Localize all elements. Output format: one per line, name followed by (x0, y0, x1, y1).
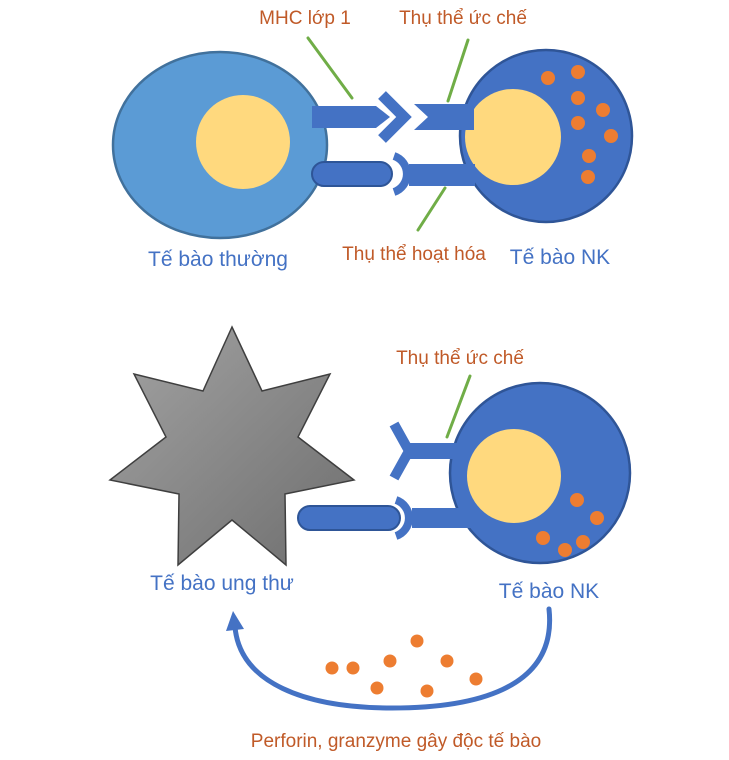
granules-nk-top (541, 65, 618, 184)
granule-dot (581, 170, 595, 184)
inhibitory-receptor-stem-bottom (406, 443, 470, 459)
granules-nk-bottom (536, 493, 604, 557)
activating-receptor-bar-top (409, 164, 475, 186)
panel-normal-cell: MHC lớp 1 Thụ thể ức chế Thụ thể hoạt hó… (111, 8, 634, 271)
nk-cell-label-bottom: Tế bào NK (499, 580, 599, 603)
panel-cancer-cell: Thụ thể ức chế Tế bào ung thư Tế bào NK … (108, 325, 632, 752)
inhibitory-receptor-label-top: Thụ thể ức chế (399, 8, 527, 29)
inhibitory-receptor-label-bottom: Thụ thể ức chế (396, 348, 524, 369)
activating-receptor-crescent-top (392, 152, 411, 196)
cytotoxicity-arrowhead (226, 611, 244, 631)
normal-cell-nucleus (196, 95, 290, 189)
granule-dot (582, 149, 596, 163)
granule-dot (420, 684, 434, 698)
activating-ligand-bar-bottom (297, 505, 401, 531)
granule-dot (410, 634, 424, 648)
normal-cell-label: Tế bào thường (148, 248, 288, 271)
granule-dot (536, 531, 550, 545)
granule-dot (383, 654, 397, 668)
granule-dot (440, 654, 454, 668)
granule-dot (541, 71, 555, 85)
mhc-chevron-band (378, 91, 412, 143)
activating-ligand-bar-top (311, 161, 393, 187)
nk-cell-label-top: Tế bào NK (510, 246, 610, 269)
cancer-cell-star (108, 325, 356, 567)
granule-dot (571, 116, 585, 130)
granule-dot (558, 543, 572, 557)
mhc-ligand-bar (312, 106, 390, 128)
pointer-line-activating (416, 186, 447, 232)
pointer-line-inhibitory-bottom (445, 374, 472, 439)
granule-dot (570, 493, 584, 507)
granule-dot (370, 681, 384, 695)
nk-cell-top-nucleus (465, 89, 561, 185)
nk-cell-bottom-nucleus (467, 429, 561, 523)
mhc-label: MHC lớp 1 (259, 8, 351, 29)
pointer-line-inhibitory-top (446, 38, 470, 103)
granule-dot (596, 103, 610, 117)
activating-receptor-bar-bottom (412, 508, 472, 528)
cytotoxicity-arrow (232, 606, 553, 711)
activating-receptor-crescent-bottom (394, 496, 413, 540)
activating-receptor-label: Thụ thể hoạt hóa (342, 244, 486, 265)
pointer-line-mhc (306, 36, 354, 100)
granule-dot (571, 91, 585, 105)
inhibitory-receptor-top (414, 104, 474, 130)
granule-dot (346, 661, 360, 675)
granule-dot (590, 511, 604, 525)
granule-dot (576, 535, 590, 549)
granule-dot (571, 65, 585, 79)
granule-dot (469, 672, 483, 686)
cytotoxin-label: Perforin, granzyme gây độc tế bào (251, 731, 541, 752)
released-granules (325, 634, 483, 698)
cancer-cell-label: Tế bào ung thư (150, 572, 294, 595)
granule-dot (325, 661, 339, 675)
granule-dot (604, 129, 618, 143)
